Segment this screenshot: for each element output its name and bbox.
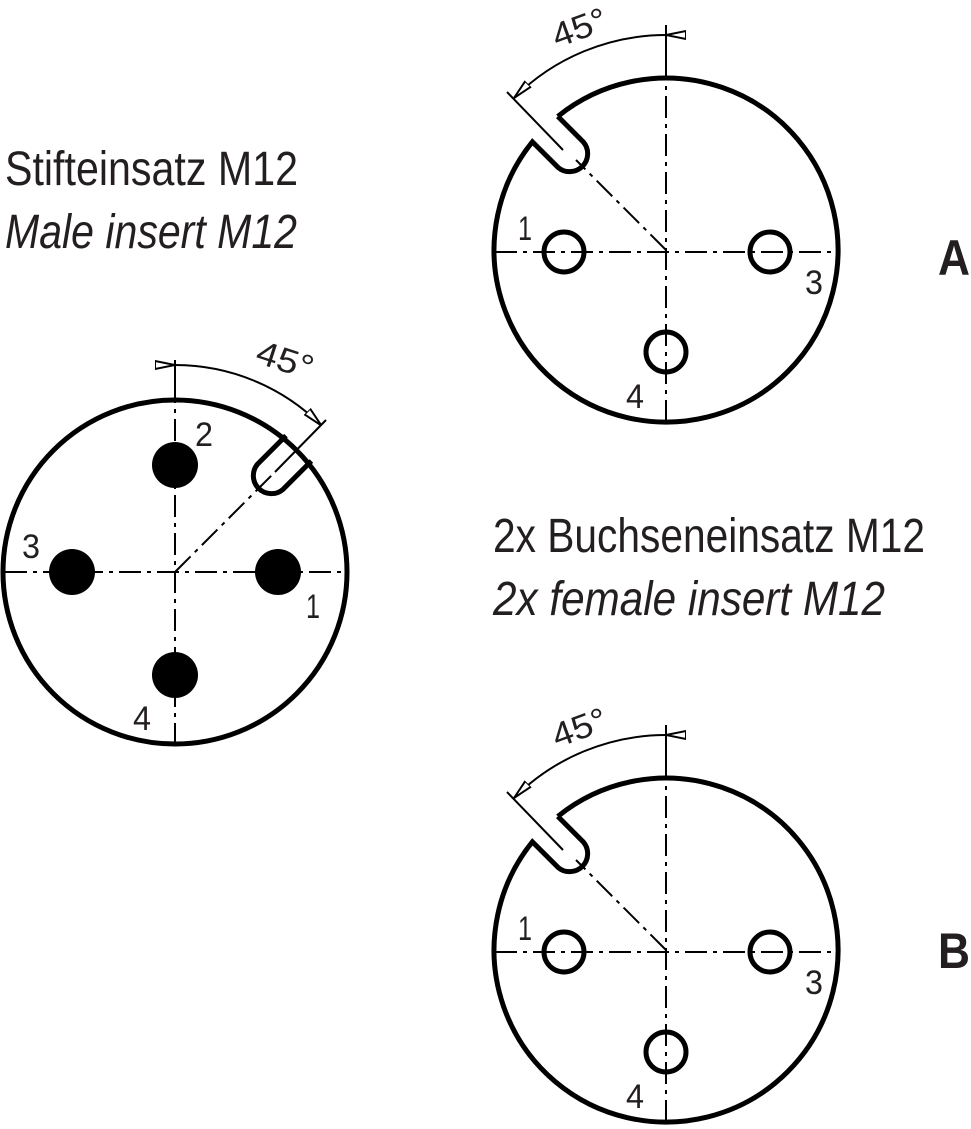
male-key-extension bbox=[274, 419, 327, 473]
female-outline-with-keyway bbox=[491, 75, 841, 425]
male-insert: 45° 1 2 3 4 bbox=[0, 333, 350, 747]
male-angle-dimension bbox=[175, 365, 321, 426]
pin-label-1: 1 bbox=[306, 588, 320, 626]
socket-4 bbox=[643, 329, 689, 375]
socket-4 bbox=[643, 1029, 689, 1075]
socket-label-3: 3 bbox=[805, 264, 823, 302]
male-title-de: Stifteinsatz M12 bbox=[5, 143, 298, 196]
pin-label-4: 4 bbox=[133, 700, 151, 738]
male-title-en: Male insert M12 bbox=[5, 206, 297, 259]
socket-label-1: 1 bbox=[518, 910, 532, 948]
socket-3 bbox=[747, 929, 793, 975]
male-angle-label: 45° bbox=[252, 333, 319, 387]
female-insert-a: 45° 1 3 4 A bbox=[491, 1, 970, 425]
angle-label: 45° bbox=[547, 701, 613, 756]
key-axis bbox=[575, 859, 667, 951]
pin-label-3: 3 bbox=[22, 528, 40, 566]
key-extension bbox=[506, 91, 564, 151]
variant-label-a: A bbox=[938, 230, 970, 286]
angle-label: 45° bbox=[547, 1, 613, 56]
key-extension bbox=[506, 791, 564, 851]
pin-3 bbox=[49, 549, 95, 595]
key-axis bbox=[575, 159, 667, 251]
socket-label-4: 4 bbox=[626, 378, 644, 416]
socket-label-1: 1 bbox=[518, 210, 532, 248]
variant-label-b: B bbox=[938, 923, 970, 979]
socket-1 bbox=[541, 929, 587, 975]
female-title-en: 2x female insert M12 bbox=[492, 573, 885, 626]
angle-dimension bbox=[514, 735, 666, 798]
pin-4 bbox=[152, 652, 198, 698]
female-title-de: 2x Buchseneinsatz M12 bbox=[493, 510, 925, 563]
socket-label-3: 3 bbox=[805, 964, 823, 1002]
pin-label-2: 2 bbox=[195, 416, 213, 454]
socket-1 bbox=[541, 229, 587, 275]
socket-label-4: 4 bbox=[626, 1078, 644, 1116]
male-key-axis bbox=[174, 474, 273, 573]
pin-1 bbox=[255, 549, 301, 595]
socket-3 bbox=[747, 229, 793, 275]
angle-dimension bbox=[514, 35, 666, 98]
pin-2 bbox=[152, 442, 198, 488]
female-outline-with-keyway bbox=[491, 775, 841, 1125]
female-insert-b: 45° 1 3 4 B bbox=[491, 701, 970, 1125]
